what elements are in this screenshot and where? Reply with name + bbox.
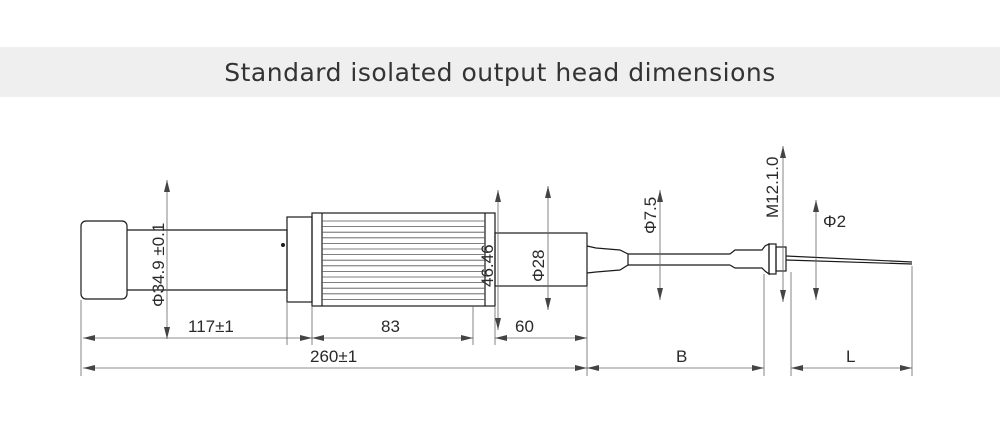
label-thread: M12.1.0 bbox=[763, 157, 782, 218]
label-dia2: Φ2 bbox=[823, 212, 846, 231]
label-4646: 46.46 bbox=[478, 244, 497, 287]
label-l: L bbox=[846, 347, 855, 366]
label-117: 117±1 bbox=[188, 317, 234, 336]
label-83: 83 bbox=[381, 317, 400, 336]
label-60: 60 bbox=[515, 317, 534, 336]
horn-and-tip-outline bbox=[586, 243, 913, 276]
label-b: B bbox=[676, 347, 687, 366]
page-title: Standard isolated output head dimensions bbox=[224, 57, 776, 87]
label-dia28: Φ28 bbox=[529, 250, 548, 282]
label-body-diameter: Φ34.9 ±0.1 bbox=[149, 223, 168, 307]
heat-sink-fins bbox=[322, 220, 485, 300]
label-260: 260±1 bbox=[310, 347, 357, 366]
label-dia75: Φ7.5 bbox=[641, 197, 660, 234]
title-bar: Standard isolated output head dimensions bbox=[0, 47, 1000, 97]
